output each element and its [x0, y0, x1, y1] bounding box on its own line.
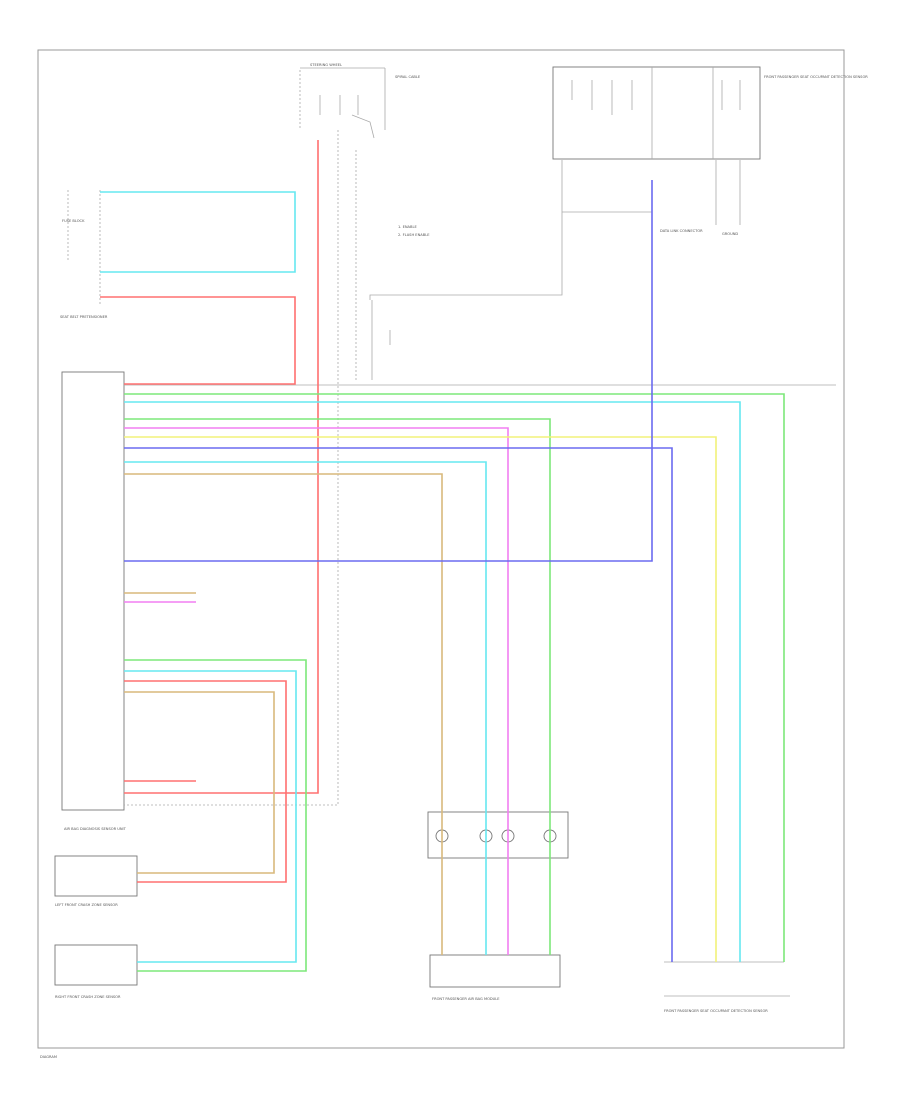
wire-pink	[124, 427, 509, 955]
wire-brown-3	[124, 691, 275, 874]
wire-green-3	[124, 659, 307, 972]
right-front-sensor-block: RIGHT FRONT CRASH ZONE SENSOR	[54, 944, 138, 999]
wire-lightblue-2	[124, 461, 487, 955]
wire-yellow	[124, 436, 717, 962]
wires	[100, 140, 785, 972]
seat-belt-label: SEAT BELT PRETENSIONER	[60, 315, 108, 319]
wire-green-1	[124, 393, 785, 962]
occupant-detection-label: FRONT PASSENGER SEAT OCCUPANT DETECTION …	[664, 1009, 768, 1013]
spiral-cable-label: SPIRAL CABLE	[395, 75, 421, 79]
left-front-sensor-block: LEFT FRONT CRASH ZONE SENSOR	[54, 855, 138, 907]
right-front-sensor-label: RIGHT FRONT CRASH ZONE SENSOR	[55, 995, 121, 999]
wire-red-3	[124, 680, 287, 883]
note-1: 1. ENABLE	[398, 225, 417, 229]
wire-green-2	[124, 418, 551, 955]
wire-red-main	[124, 140, 319, 794]
wire-brown-1	[124, 473, 443, 955]
steering-wheel-block: STEERING WHEEL SPIRAL CABLE	[299, 63, 421, 139]
note-2: 2. FLASH ENABLE	[398, 233, 430, 237]
occupant-classification-block: FRONT PASSENGER SEAT OCCUPANT DETECTION …	[369, 66, 868, 380]
wire-lightblue-3	[124, 670, 297, 963]
wire-lightblue-1	[124, 401, 741, 962]
airbag-diagnosis-label: AIR BAG DIAGNOSIS SENSOR UNIT	[64, 827, 127, 831]
fuse-block: FUSE BLOCK SEAT BELT PRETENSIONER	[60, 190, 108, 319]
diagram-frame	[37, 49, 845, 1049]
wire-red-fuse	[100, 296, 296, 385]
wire-blue-2	[124, 180, 653, 562]
wire-blue-1	[124, 447, 673, 962]
footer-label: DIAGRAM	[40, 1055, 57, 1059]
ground-trace	[124, 130, 339, 806]
fuse-block-label: FUSE BLOCK	[62, 219, 85, 223]
occupant-classification-label: FRONT PASSENGER SEAT OCCUPANT DETECTION …	[764, 75, 868, 79]
left-front-sensor-label: LEFT FRONT CRASH ZONE SENSOR	[55, 903, 118, 907]
passenger-airbag-label: FRONT PASSENGER AIR BAG MODULE	[432, 997, 500, 1001]
steering-wheel-title: STEERING WHEEL	[310, 63, 342, 67]
center-connector-block: FRONT PASSENGER AIR BAG MODULE	[427, 811, 569, 1001]
occupant-detection-block: FRONT PASSENGER SEAT OCCUPANT DETECTION …	[664, 961, 790, 1013]
wire-lightblue-fuse	[100, 191, 296, 273]
airbag-diagnosis-unit: AIR BAG DIAGNOSIS SENSOR UNIT	[61, 371, 127, 831]
data-link-label: DATA LINK CONNECTOR	[660, 229, 703, 233]
ground-label: GROUND	[722, 232, 738, 236]
